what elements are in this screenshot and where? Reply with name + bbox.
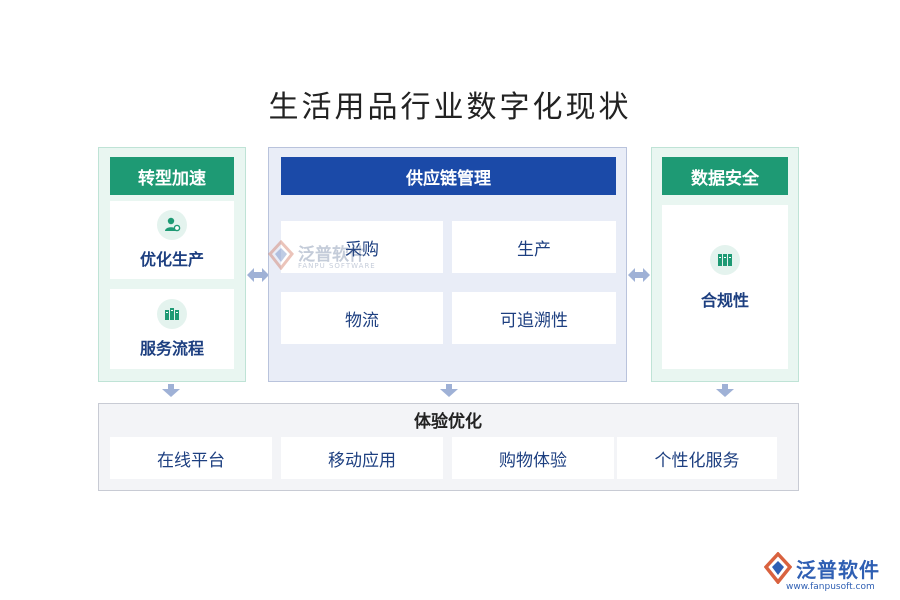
user-gear-icon [157,210,187,240]
arrow-down-icon [716,384,734,397]
cell-online-platform: 在线平台 [110,437,272,479]
cell-shopping-experience: 购物体验 [452,437,614,479]
card-service-process: 服务流程 [110,289,234,369]
double-arrow-right-icon [628,268,650,282]
cell-production: 生产 [452,221,616,273]
cell-traceability: 可追溯性 [452,292,616,344]
card-label-service-process: 服务流程 [139,339,204,358]
left-panel-header: 转型加速 [110,157,234,195]
watermark-sub: FANPU SOFTWARE [298,262,376,270]
cell-personalized-service: 个性化服务 [617,437,777,479]
brand-name: 泛普软件 [796,558,880,582]
right-panel-header: 数据安全 [662,157,788,195]
watermark-name: 泛普软件 [298,245,366,265]
cell-procurement: 采购 [281,221,443,273]
double-arrow-left-icon [247,268,269,282]
books-icon [710,245,740,275]
page-title: 生活用品行业数字化现状 [268,90,632,125]
watermark-logo-icon [268,240,294,270]
brand-url: www.fanpusoft.com [786,582,875,592]
bottom-panel-header: 体验优化 [414,412,482,432]
card-compliance: 合规性 [662,205,788,369]
card-label-optimize-production: 优化生产 [139,250,204,269]
brand-logo: 泛普软件 www.fanpusoft.com [764,552,894,596]
center-panel-header: 供应链管理 [281,157,616,195]
cell-logistics: 物流 [281,292,443,344]
arrow-down-icon [162,384,180,397]
cell-mobile-app: 移动应用 [281,437,443,479]
servers-icon [157,299,187,329]
card-label-compliance: 合规性 [700,291,749,310]
card-optimize-production: 优化生产 [110,201,234,279]
brand-logo-icon [764,552,792,584]
arrow-down-icon [440,384,458,397]
watermark: 泛普软件 FANPU SOFTWARE [268,238,388,278]
